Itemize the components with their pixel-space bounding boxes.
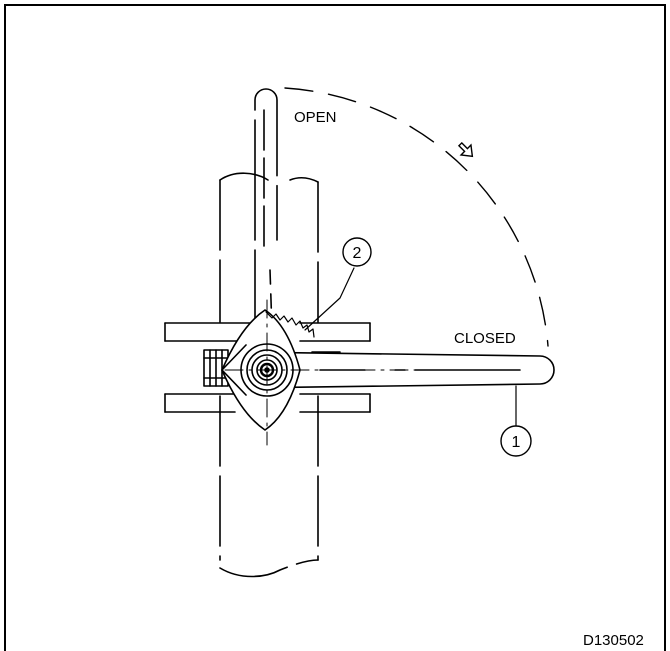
rotation-arrow-icon — [457, 141, 474, 158]
swing-arc — [284, 87, 549, 347]
callout-2-leader — [304, 267, 355, 331]
upper-flange — [164, 322, 371, 342]
callout-2-number: 2 — [353, 245, 362, 262]
open-label: OPEN — [294, 109, 337, 126]
diagram-frame — [4, 4, 666, 651]
ratchet-teeth — [265, 311, 315, 338]
pipe-body — [219, 172, 319, 578]
callout-1-number: 1 — [512, 434, 521, 451]
lower-flange — [164, 393, 371, 413]
centerlines — [224, 299, 431, 446]
figure-id: D130502 — [583, 632, 644, 649]
callout-2: 2 — [342, 237, 372, 267]
closed-label: CLOSED — [454, 330, 516, 347]
callout-1: 1 — [500, 425, 532, 457]
